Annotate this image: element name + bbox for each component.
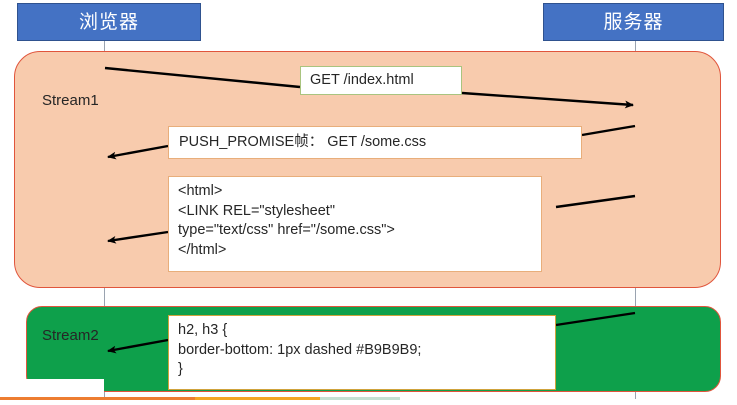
message-html-line-4: </html> xyxy=(178,241,227,258)
message-get-index-text: GET /index.html xyxy=(310,71,414,88)
actor-server-label: 服务器 xyxy=(603,11,664,33)
accent-rule-mid xyxy=(195,397,320,400)
message-html-line-3: type="text/css" href="/some.css"> xyxy=(178,222,395,239)
message-css-line-1: h2, h3 { xyxy=(178,322,228,338)
stream1-label: Stream1 xyxy=(42,92,99,109)
stream2-label: Stream2 xyxy=(42,327,99,344)
message-push-promise-text: PUSH_PROMISE帧： GET /some.css xyxy=(179,133,427,150)
message-html-line-1: <html> xyxy=(178,183,223,199)
actor-browser-box[interactable]: 浏览器 xyxy=(17,3,201,41)
stream2-corner-notch xyxy=(0,379,104,395)
message-push-promise[interactable]: PUSH_PROMISE帧： GET /some.css xyxy=(168,126,582,159)
message-css-line-2: border-bottom: 1px dashed #B9B9B9; xyxy=(178,341,422,358)
accent-rule-left xyxy=(0,397,195,400)
accent-rule-right xyxy=(320,397,400,400)
message-css-line-3: } xyxy=(178,361,183,378)
actor-browser-label: 浏览器 xyxy=(78,11,139,33)
message-css-body[interactable]: h2, h3 { border-bottom: 1px dashed #B9B9… xyxy=(168,315,556,390)
message-get-index[interactable]: GET /index.html xyxy=(300,66,462,95)
message-html-line-2: <LINK REL="stylesheet" xyxy=(178,202,335,219)
message-html-body[interactable]: <html> <LINK REL="stylesheet" type="text… xyxy=(168,176,542,272)
actor-server-box[interactable]: 服务器 xyxy=(543,3,724,41)
